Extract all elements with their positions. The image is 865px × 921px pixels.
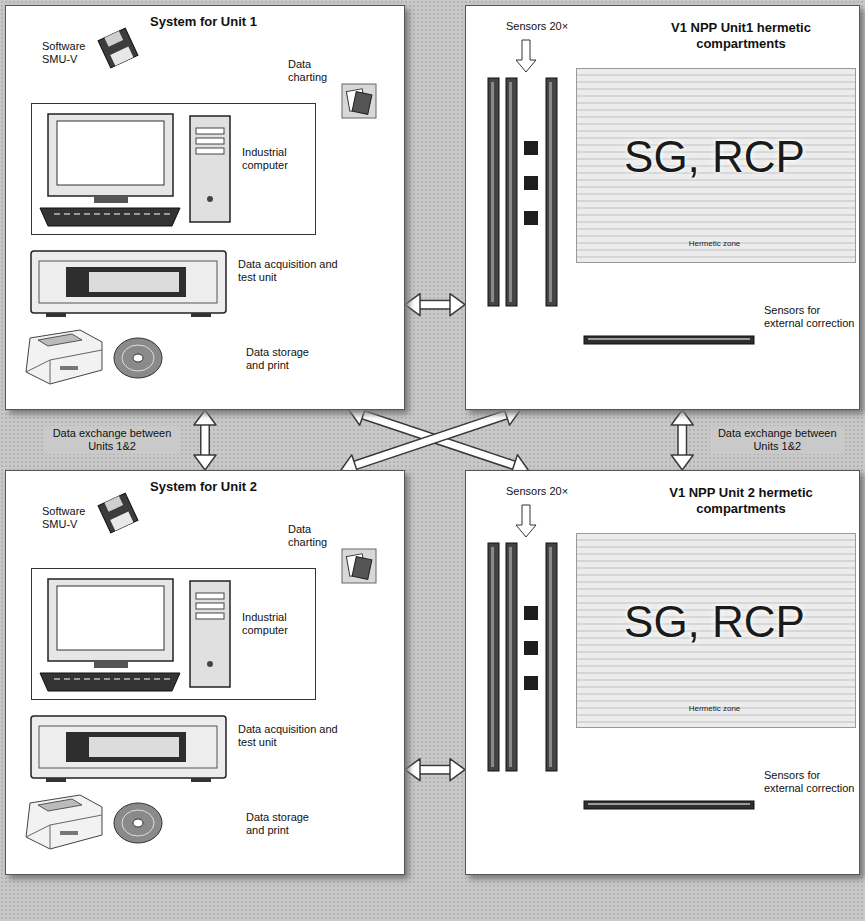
connector-outline [419, 765, 451, 775]
hermetic-zone-box: SG, RCP Hermetic zone [576, 533, 856, 728]
connector-fill [419, 301, 451, 308]
connector-outline [200, 424, 210, 456]
printer-icon [26, 330, 102, 384]
node-note: Hermetic zone [577, 239, 852, 249]
software-label: Software SMU-V [42, 40, 100, 66]
daq-unit-label: Data acquisition and test unit [238, 723, 348, 749]
sensor-label: Sensors 20× [506, 485, 606, 498]
compartment-panel: V1 NPP Unit 2 hermetic compartmentsSG, R… [465, 470, 860, 875]
hermetic-zone-box: SG, RCP Hermetic zone [576, 68, 856, 263]
daq-unit [31, 716, 226, 782]
double-arrow [405, 294, 465, 316]
node-title: V1 NPP Unit1 hermetic compartments [631, 20, 851, 51]
node-title: SG, RCP [577, 596, 852, 649]
computer-box: Industrial computer [31, 103, 316, 235]
double-arrow [349, 404, 528, 475]
charting-icon [342, 549, 376, 583]
node-title: Industrial computer [242, 146, 312, 172]
double-arrow [194, 410, 216, 470]
computer-box: Industrial computer [31, 568, 316, 700]
computer-illustration [40, 114, 230, 226]
system-panel: System for Unit 1 Industrial computer Soft… [5, 5, 405, 410]
charting-label: Data charting [288, 58, 338, 84]
sensor-label: Sensors 20× [506, 20, 606, 33]
node-title: V1 NPP Unit 2 hermetic compartments [631, 485, 851, 516]
computer-illustration [40, 579, 230, 691]
compartment-panel: V1 NPP Unit1 hermetic compartmentsSG, RC… [465, 5, 860, 410]
arrowhead [194, 455, 216, 470]
correction-sensor-label: Sensors for external correction [764, 304, 856, 330]
storage-label: Data storage and print [246, 811, 326, 837]
daq-unit-label: Data acquisition and test unit [238, 258, 348, 284]
charting-icon [342, 84, 376, 118]
software-label: Software SMU-V [42, 505, 100, 531]
disk-icon [114, 338, 162, 378]
double-arrow [671, 410, 693, 470]
arrowhead [405, 759, 420, 781]
software-icon [98, 493, 138, 533]
node-title: Industrial computer [242, 611, 312, 637]
charting-label: Data charting [288, 523, 338, 549]
disk-icon [114, 803, 162, 843]
storage-label: Data storage and print [246, 346, 326, 372]
connector-label: Data exchange between Units 1&2 [710, 426, 844, 454]
connector-fill [354, 414, 507, 465]
software-icon [98, 28, 138, 68]
arrowhead [194, 410, 216, 425]
arrowhead [405, 294, 420, 316]
node-note: Hermetic zone [577, 704, 852, 714]
connector-label: Data exchange between Units 1&2 [45, 426, 179, 454]
connector-outline [354, 414, 507, 465]
node-title: System for Unit 2 [6, 479, 401, 495]
system-panel: System for Unit 2 Industrial computer Soft… [5, 470, 405, 875]
arrowhead [450, 759, 465, 781]
correction-sensor-label: Sensors for external correction [764, 769, 856, 795]
connector-outline [419, 300, 451, 310]
node-title: SG, RCP [577, 131, 852, 184]
connector-fill [679, 424, 686, 456]
daq-unit [31, 251, 226, 317]
arrowhead [671, 410, 693, 425]
double-arrow [341, 404, 520, 475]
double-arrow [405, 759, 465, 781]
connector-fill [419, 766, 451, 773]
node-title: System for Unit 1 [6, 14, 401, 30]
connector-outline [677, 424, 687, 456]
printer-icon [26, 795, 102, 849]
arrowhead [450, 294, 465, 316]
arrowhead [671, 455, 693, 470]
connector-fill [202, 424, 209, 456]
